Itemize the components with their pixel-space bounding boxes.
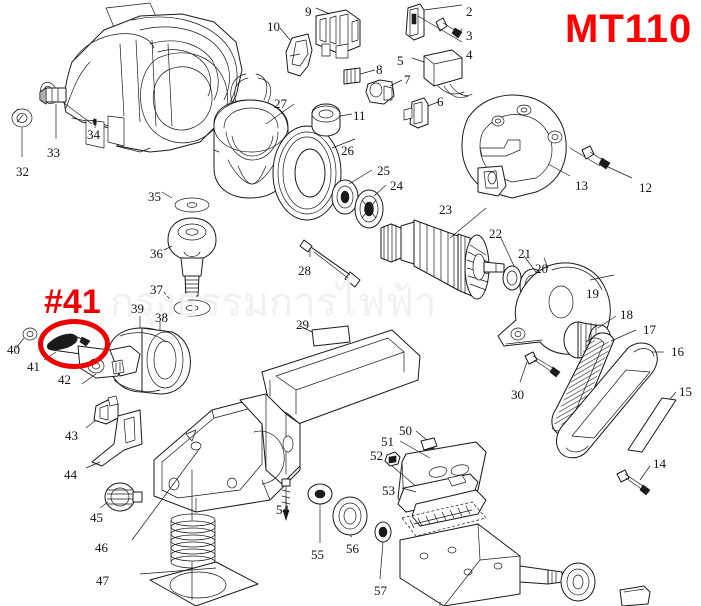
part-11-grommet: [311, 103, 353, 137]
part-number-30: 30: [511, 387, 524, 402]
part-40-bushing: [15, 327, 38, 349]
part-number-21: 21: [518, 246, 531, 261]
part-30-screw: [519, 351, 561, 383]
part-number-44: 44: [64, 467, 77, 482]
part-number-57: 57: [374, 583, 387, 598]
part-number-15: 15: [679, 384, 692, 399]
part-number-29: 29: [296, 317, 309, 332]
part-number-8: 8: [376, 62, 383, 77]
part-number-5: 5: [397, 53, 404, 68]
part-number-16: 16: [671, 344, 684, 359]
part-number-50: 50: [399, 423, 412, 438]
part-13-front-handle: [461, 94, 571, 199]
part-number-55: 55: [311, 547, 324, 562]
part-2-3-4-terminal-screw: [405, 3, 463, 43]
part-6-terminal: [403, 97, 439, 129]
part-number-11: 11: [353, 108, 366, 123]
part-number-14: 14: [653, 456, 666, 471]
part-24-bearing: [354, 184, 387, 229]
part-number-13: 13: [575, 178, 588, 193]
part-37-washer: [163, 291, 211, 317]
part-9-switch: [315, 7, 361, 59]
part-10-trigger: [279, 27, 313, 77]
part-47-spring: [139, 469, 259, 606]
part-22-bearing: [499, 235, 522, 291]
part-8-spring: [343, 67, 376, 85]
part-39-blower-case: [107, 316, 191, 395]
part-number-51: 51: [381, 434, 394, 449]
part-number-7: 7: [404, 72, 411, 87]
part-number-25: 25: [377, 163, 390, 178]
part-54-screw: [281, 478, 291, 522]
part-number-12: 12: [639, 180, 652, 195]
part-45-knob: [99, 482, 143, 512]
part-29-nameplate: [299, 325, 351, 347]
part-16-belt-cover: [556, 342, 664, 459]
part-number-2: 2: [466, 4, 473, 19]
part-number-27: 27: [274, 96, 287, 111]
part-number-4: 4: [466, 47, 473, 62]
cutter-drum-assembly: [399, 523, 651, 606]
part-44-plate: [85, 409, 143, 469]
part-43-lever: [85, 395, 119, 429]
planer-blade-dashed: [401, 501, 487, 537]
part-5-suppressor: [411, 49, 473, 98]
model-title: MT110: [565, 7, 693, 51]
part-32-bushing: [11, 108, 33, 157]
part-number-34: 34: [87, 127, 100, 142]
part-number-37: 37: [150, 282, 163, 297]
part-number-54: 54: [276, 502, 289, 517]
part-number-40: 40: [7, 342, 20, 357]
part-35-washer: [161, 191, 210, 213]
part-number-3: 3: [466, 28, 473, 43]
part-number-10: 10: [267, 19, 280, 34]
part-number-45: 45: [90, 510, 103, 525]
part-number-46: 46: [95, 540, 108, 555]
part-number-18: 18: [620, 307, 633, 322]
part-15-cover-plate: [627, 391, 677, 453]
part-56-bearing: [332, 496, 368, 538]
part-number-6: 6: [437, 94, 444, 109]
part-number-38: 38: [155, 310, 168, 325]
part-36-knob: [163, 217, 217, 297]
part-number-53: 53: [382, 483, 395, 498]
part-number-56: 56: [346, 541, 359, 556]
part-number-23: 23: [439, 202, 452, 217]
part-number-26: 26: [341, 143, 354, 158]
part-34-motor-housing: [40, 2, 243, 153]
part-number-39: 39: [131, 301, 144, 316]
part-41-highlight-ellipse: [38, 319, 110, 369]
part-number-20: 20: [535, 261, 548, 276]
part-number-42: 42: [58, 372, 71, 387]
part-number-17: 17: [643, 322, 656, 337]
part-number-36: 36: [150, 246, 163, 261]
part-33-screw: [39, 87, 67, 139]
part-12-screw: [569, 145, 633, 179]
part-7-cord-protector: [365, 79, 403, 105]
part-14-screw: [616, 465, 651, 496]
part-53-blade-bar: [397, 473, 487, 527]
part-number-9: 9: [305, 4, 312, 19]
part-46-base-casting: [131, 329, 421, 541]
part-number-41: 41: [27, 359, 40, 374]
part-55-washer: [307, 483, 333, 543]
part-number-19: 19: [586, 286, 599, 301]
part-26-ring: [272, 125, 356, 221]
part-number-35: 35: [148, 189, 161, 204]
part-number-22: 22: [489, 226, 502, 241]
part-number-33: 33: [47, 145, 60, 160]
part-number-52: 52: [370, 448, 383, 463]
part-number-43: 43: [65, 428, 78, 443]
part-57-nut: [374, 521, 392, 580]
part-number-28: 28: [298, 263, 311, 278]
part-number-24: 24: [390, 178, 403, 193]
part-number-32: 32: [16, 164, 29, 179]
part-28-long-screw: [299, 239, 361, 288]
part-number-47: 47: [96, 573, 109, 588]
part-23-armature: [380, 207, 505, 300]
part-41-callout-label: #41: [44, 283, 101, 321]
